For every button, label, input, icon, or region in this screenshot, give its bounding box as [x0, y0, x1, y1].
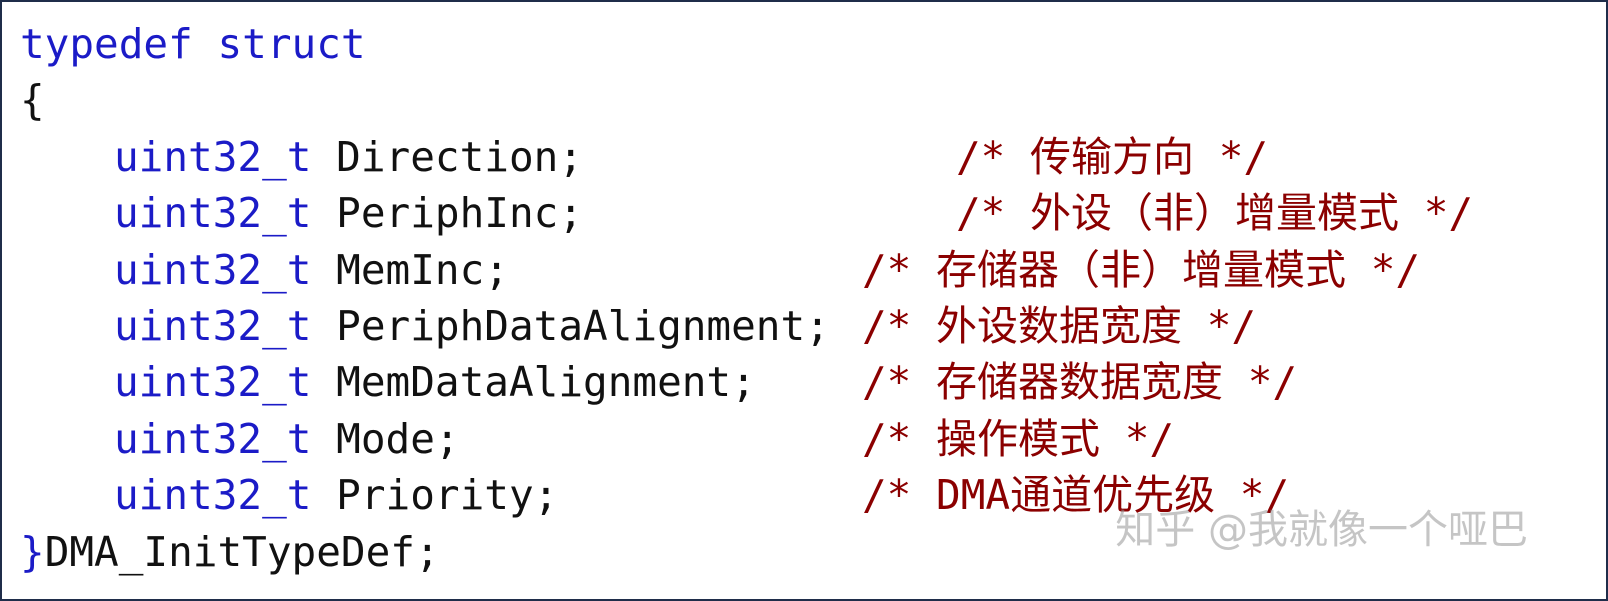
code-line-field: uint32_t Mode; /* 操作模式 */: [20, 411, 1174, 467]
field-type: uint32_t: [114, 358, 312, 407]
code-line-typedef: typedef struct: [20, 16, 830, 72]
struct-typedef-name: DMA_InitTypeDef;: [44, 527, 440, 576]
field-type: uint32_t: [114, 245, 312, 294]
code-line-field: uint32_t Priority; /* DMA通道优先级 */: [20, 467, 1289, 523]
field-comment: /* 外设数据宽度 */: [862, 301, 1257, 350]
field-name: PeriphInc;: [336, 189, 584, 238]
field-name: Direction;: [336, 132, 584, 181]
field-name: Mode;: [336, 414, 460, 463]
zhihu-watermark: 知乎 @我就像一个哑巴: [1115, 507, 1528, 553]
field-comment: /* 外设（非）增量模式 */: [956, 189, 1474, 238]
typedef-keyword: typedef struct: [20, 20, 366, 68]
code-line-field: uint32_t PeriphDataAlignment; /* 外设数据宽度 *…: [20, 298, 1256, 354]
code-line-field: uint32_t MemInc; /* 存储器（非）增量模式 */: [20, 242, 1420, 298]
field-name: MemDataAlignment;: [336, 358, 756, 407]
field-type: uint32_t: [114, 189, 312, 238]
field-name: MemInc;: [336, 245, 509, 294]
code-block: typedef struct { uint32_t Direction; /* 传…: [20, 16, 1473, 580]
field-comment: /* 传输方向 */: [956, 132, 1269, 181]
code-line-field: uint32_t Direction; /* 传输方向 */: [20, 129, 1268, 185]
field-comment: /* DMA通道优先级 */: [862, 471, 1290, 520]
code-line-open-brace: {: [20, 72, 830, 128]
close-brace: }: [20, 527, 45, 576]
field-comment: /* 操作模式 */: [862, 414, 1175, 463]
field-type: uint32_t: [114, 471, 312, 520]
code-line-field: uint32_t MemDataAlignment; /* 存储器数据宽度 */: [20, 354, 1297, 410]
field-comment: /* 存储器数据宽度 */: [862, 358, 1298, 407]
field-type: uint32_t: [114, 414, 312, 463]
field-type: uint32_t: [114, 301, 312, 350]
open-brace: {: [20, 76, 45, 125]
code-line-field: uint32_t PeriphInc; /* 外设（非）增量模式 */: [20, 185, 1473, 241]
field-type: uint32_t: [114, 132, 312, 181]
field-comment: /* 存储器（非）增量模式 */: [862, 245, 1421, 294]
field-name: PeriphDataAlignment;: [336, 301, 830, 350]
code-line-close: }DMA_InitTypeDef;: [20, 524, 830, 580]
field-name: Priority;: [336, 471, 559, 520]
